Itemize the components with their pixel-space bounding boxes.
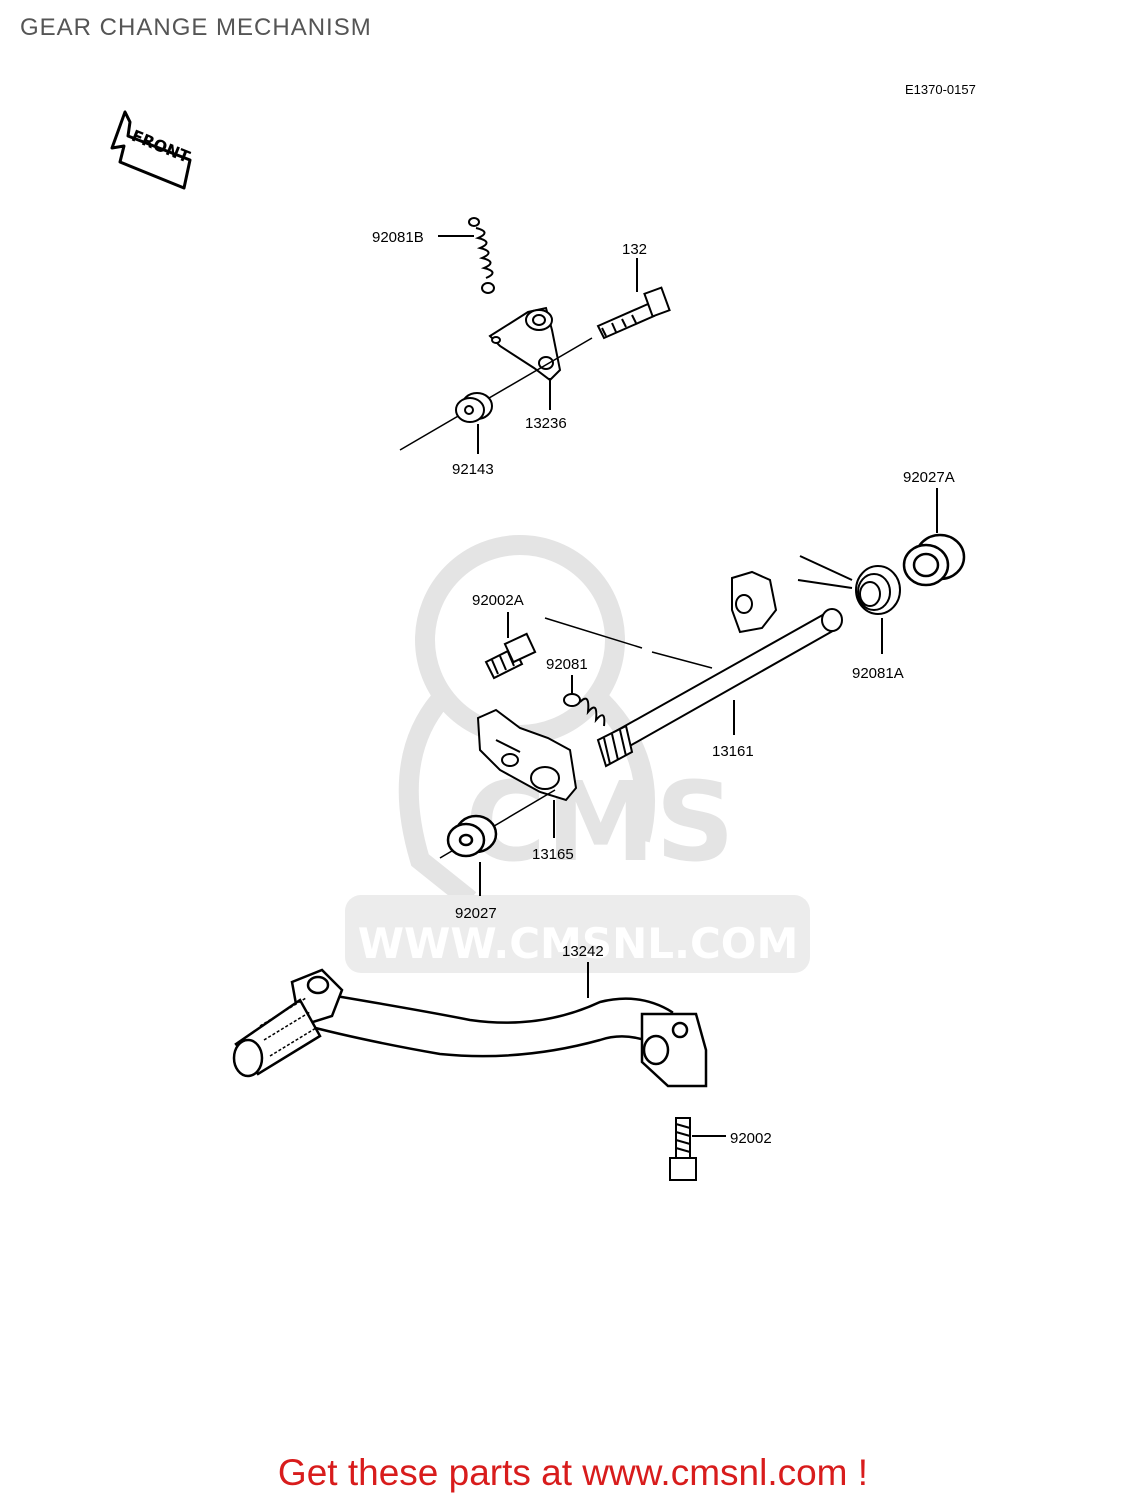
bolt-132 [596, 258, 671, 340]
spring-92081B [438, 217, 495, 294]
spring-92081 [563, 675, 606, 727]
callout-92027A: 92027A [903, 469, 955, 486]
callout-13242: 13242 [562, 943, 604, 960]
callout-13165: 13165 [532, 846, 574, 863]
callout-13236: 13236 [525, 415, 567, 432]
cms-watermark: CMS WWW.CMSNL.COM [345, 535, 810, 973]
bolt-92002 [669, 1117, 726, 1181]
callout-92081A: 92081A [852, 665, 904, 682]
callout-92002A: 92002A [472, 592, 524, 609]
callout-92081B: 92081B [372, 229, 424, 246]
shaft-13161 [544, 570, 843, 768]
exploded-parts-diagram: CMS WWW.CMSNL.COM E1370-0157 FRONT [110, 82, 976, 1181]
callout-13161: 13161 [712, 743, 754, 760]
front-arrow-icon: FRONT [110, 110, 193, 190]
promo-link[interactable]: Get these parts at www.cmsnl.com ! [277, 1452, 869, 1493]
callout-92002: 92002 [730, 1130, 772, 1147]
spring-92081A [797, 555, 901, 654]
callout-92143: 92143 [452, 461, 494, 478]
collar-92027A [902, 488, 966, 587]
page-title: GEAR CHANGE MECHANISM [20, 14, 372, 41]
watermark-banner [345, 895, 810, 973]
bolt-92002A [484, 612, 537, 680]
collar-92027 [446, 814, 498, 896]
callout-132: 132 [622, 241, 647, 258]
diagram-ref-code: E1370-0157 [905, 82, 976, 97]
watermark-url: WWW.CMSNL.COM [358, 919, 799, 968]
lever-13236 [399, 306, 593, 451]
callout-92081: 92081 [546, 656, 588, 673]
callout-92027: 92027 [455, 905, 497, 922]
watermark-brand: CMS [465, 758, 734, 886]
shift-pedal-13242 [232, 962, 708, 1088]
collar-92143 [455, 392, 493, 454]
